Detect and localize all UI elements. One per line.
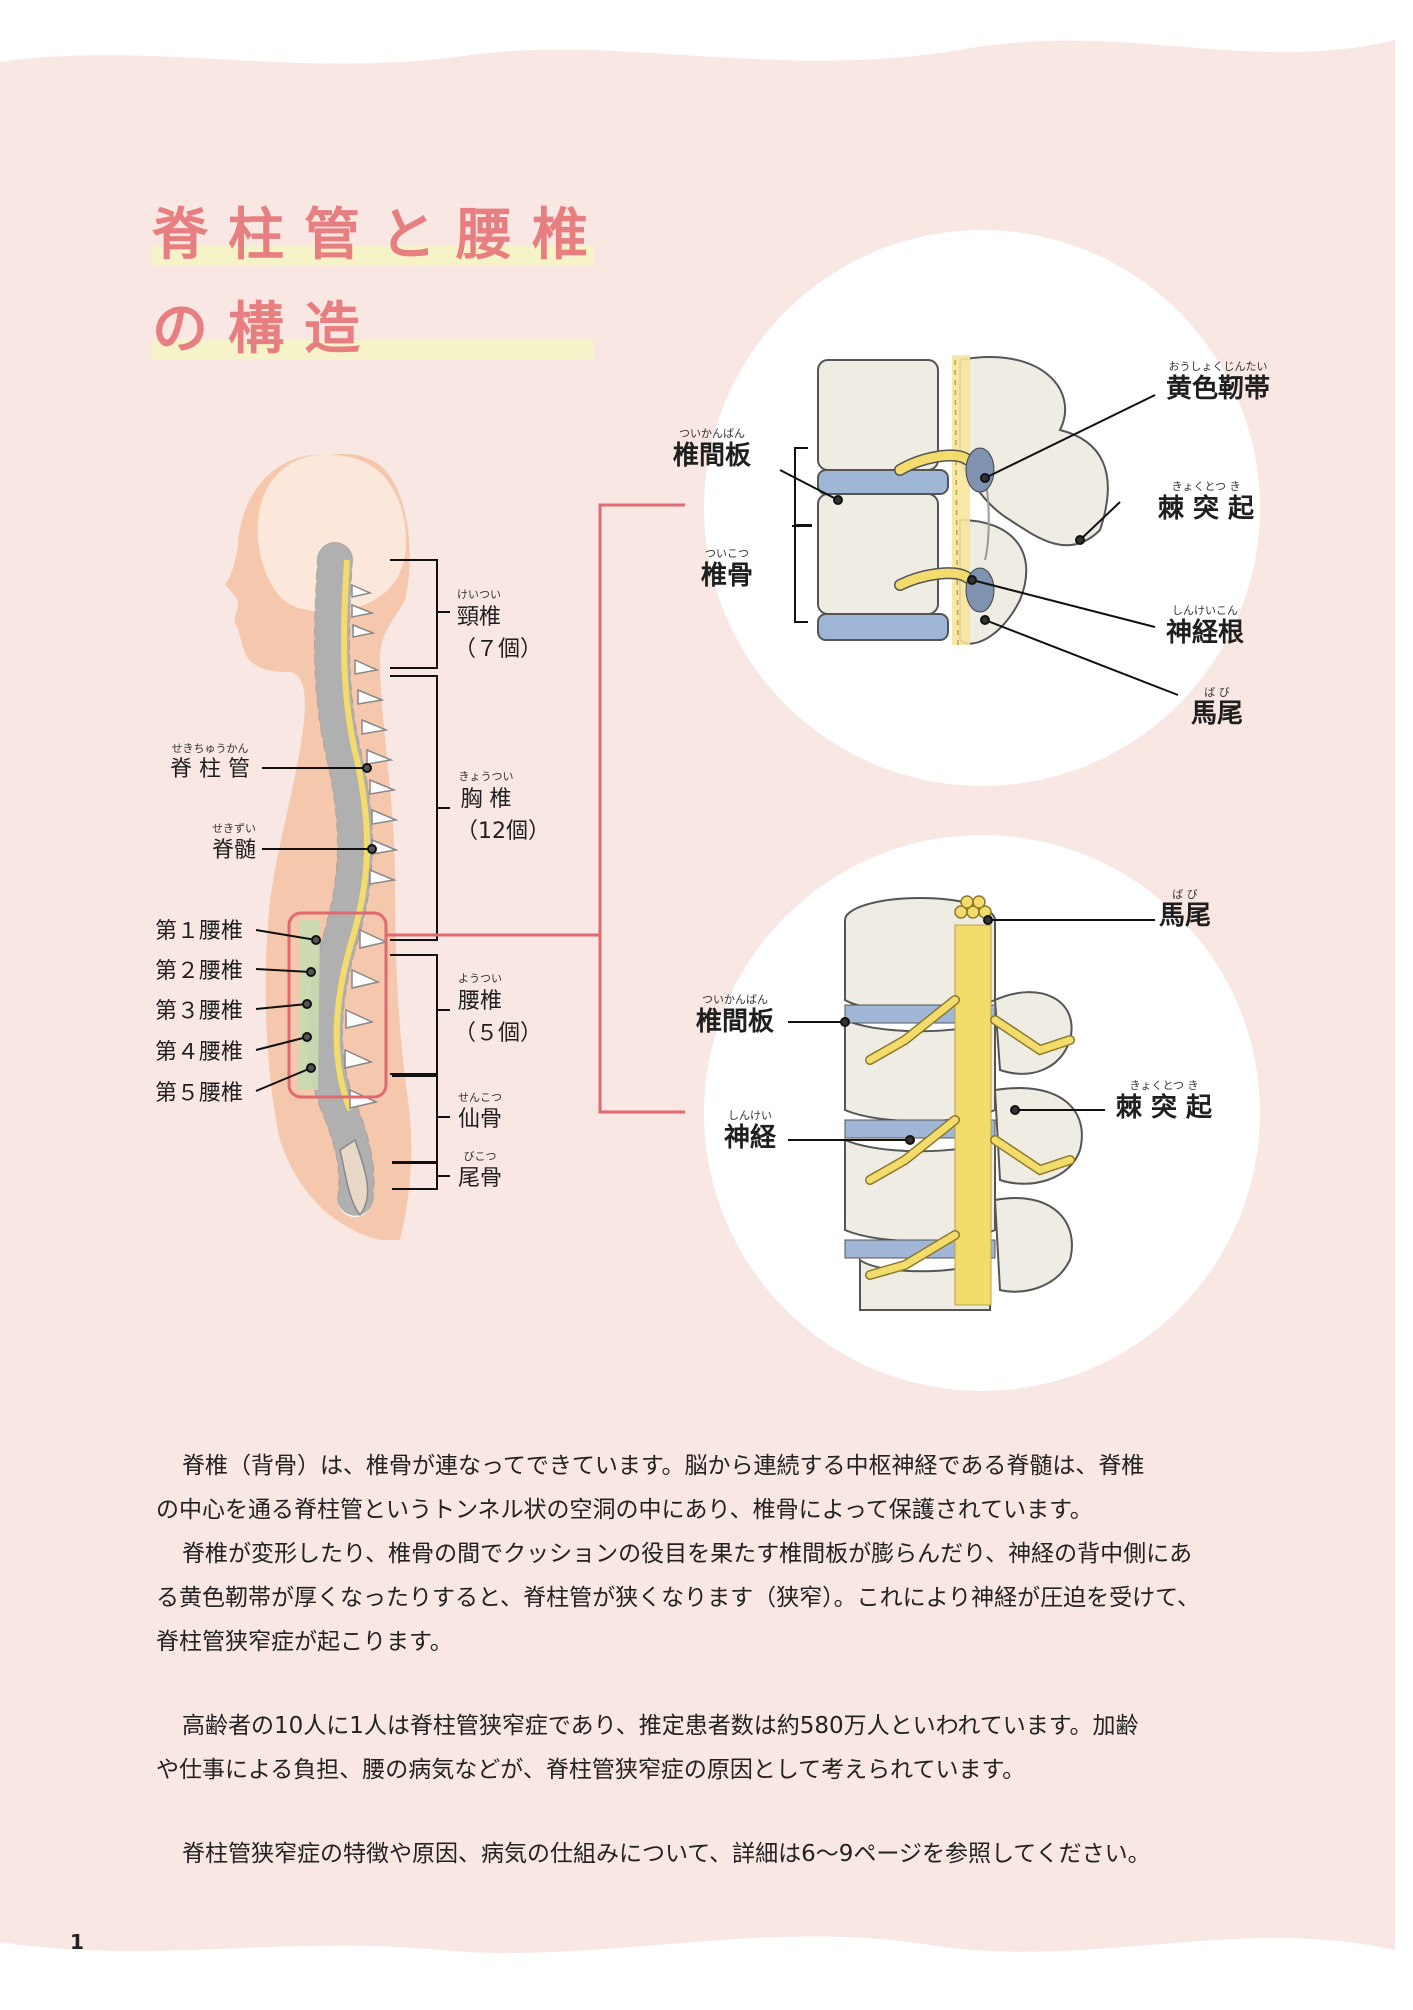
- body-text: 脊椎（背骨）は、椎骨が連なってできています。脳から連続する中枢神経である脊髄は、…: [156, 1444, 1256, 1876]
- paragraph-2: 脊椎が変形したり、椎骨の間でクッションの役目を果たす椎間板が膨らんだり、神経の背…: [156, 1532, 1256, 1576]
- sacrum-ruby: せんこつ: [458, 1091, 502, 1104]
- paragraph-gap: [156, 1792, 1256, 1832]
- thoracic-ruby: きょうつい: [459, 770, 514, 783]
- top-wave: [0, 0, 1395, 64]
- paragraph-1b: の中心を通る脊柱管というトンネル状の空洞の中にあり、椎骨によって保護されています…: [156, 1488, 1256, 1532]
- paragraph-3b: や仕事による負担、腰の病気などが、脊柱管狭窄症の原因として考えられています。: [156, 1748, 1256, 1792]
- upper-spinous-ruby: きょくとつ き: [1171, 480, 1240, 493]
- paragraph-2-line-1: 脊椎が変形したり、椎骨の間でクッションの役目を果たす椎間板が膨らんだり、神経の背…: [182, 1541, 1193, 1567]
- human-silhouette: [225, 453, 412, 1241]
- detail-connector: [386, 503, 685, 1114]
- thoracic-count: （12個）: [456, 819, 550, 844]
- upper-cauda-ruby: ば び: [1204, 686, 1230, 699]
- left-leader-lines: [255, 763, 377, 1092]
- lumbar-label: 腰椎: [458, 989, 502, 1014]
- lower-cauda-label: 馬尾: [1159, 901, 1211, 931]
- spinal-canal-label: 脊 柱 管: [170, 757, 250, 782]
- paragraph-1: 脊椎（背骨）は、椎骨が連なってできています。脳から連続する中枢神経である脊髄は、…: [156, 1444, 1256, 1488]
- right-margin: [1395, 0, 1413, 2000]
- vertebra-label: 椎骨: [701, 561, 753, 591]
- paragraph-3-line-1: 高齢者の10人に1人は脊柱管狭窄症であり、推定患者数は約580万人といわれていま…: [182, 1713, 1139, 1739]
- nerve-label: 神経: [724, 1122, 777, 1153]
- paragraph-3-line-2: や仕事による負担、腰の病気などが、脊柱管狭窄症の原因として考えられています。: [156, 1757, 1026, 1783]
- vertebra-brackets: [390, 559, 450, 1190]
- cervical-ruby: けいつい: [457, 588, 501, 601]
- ligament-ruby: おうしょくじんたい: [1169, 360, 1268, 373]
- lumbar-1-label: 第１腰椎: [155, 919, 243, 944]
- lower-detail-circle: [704, 835, 1260, 1391]
- lumbar-5-label: 第５腰椎: [155, 1081, 243, 1106]
- lumbar-ruby: ようつい: [458, 972, 502, 985]
- bottom-wave: [0, 1936, 1395, 2000]
- page-number: 1: [70, 1930, 84, 1954]
- title-text-1: 脊柱管と腰椎: [152, 203, 608, 268]
- lower-spinous-label: 棘 突 起: [1116, 1092, 1213, 1123]
- nerve-root-ruby: しんけいこん: [1172, 604, 1238, 617]
- sacrum-label: 仙骨: [458, 1107, 502, 1132]
- title-line-2: の構造: [152, 294, 608, 366]
- lower-disc-ruby: ついかんばん: [702, 993, 768, 1006]
- lumbar-4-label: 第４腰椎: [155, 1040, 243, 1065]
- upper-detail-circle: [704, 230, 1260, 786]
- vertebra-ruby: ついこつ: [705, 547, 749, 560]
- paragraph-3: 高齢者の10人に1人は脊柱管狭窄症であり、推定患者数は約580万人といわれていま…: [156, 1704, 1256, 1748]
- lower-disc-label: 椎間板: [696, 1007, 774, 1037]
- title-highlight: [152, 340, 594, 360]
- lower-cauda-ruby: ば び: [1172, 888, 1198, 901]
- title-line-1: 脊柱管と腰椎: [152, 200, 608, 272]
- spinal-cord-ruby: せきずい: [212, 822, 256, 835]
- lumbar-count: （５個）: [454, 1021, 542, 1046]
- paragraph-4: 脊柱管狭窄症の特徴や原因、病気の仕組みについて、詳細は6〜9ページを参照してくだ…: [156, 1832, 1256, 1876]
- title-highlight: [152, 246, 594, 266]
- spine-diagram: せきちゅうかん 脊 柱 管 せきずい 脊髄 第１腰椎 第２腰椎 第３腰椎 第４腰…: [155, 230, 1270, 1391]
- coccyx-label: 尾骨: [458, 1166, 502, 1191]
- paragraph-2b: る黄色靭帯が厚くなったりすると、脊柱管が狭くなります（狭窄）。これにより神経が圧…: [156, 1576, 1256, 1620]
- lumbar-3-label: 第３腰椎: [155, 999, 243, 1024]
- upper-disc-label: 椎間板: [673, 441, 751, 471]
- upper-cauda-label: 馬尾: [1191, 699, 1243, 729]
- nerve-ruby: しんけい: [728, 1109, 772, 1122]
- paragraph-2-line-3: 脊柱管狭窄症が起こります。: [156, 1629, 453, 1655]
- cervical-count: （７個）: [454, 637, 542, 662]
- spinal-canal-ruby: せきちゅうかん: [172, 742, 249, 755]
- paragraph-4-line-1: 脊柱管狭窄症の特徴や原因、病気の仕組みについて、詳細は6〜9ページを参照してくだ…: [182, 1841, 1151, 1867]
- nerve-root-label: 神経根: [1166, 617, 1244, 648]
- paragraph-1-line-1: 脊椎（背骨）は、椎骨が連なってできています。脳から連続する中枢神経である脊髄は、…: [182, 1453, 1145, 1479]
- spinal-cord-label: 脊髄: [212, 838, 256, 863]
- paragraph-1-line-2: の中心を通る脊柱管というトンネル状の空洞の中にあり、椎骨によって保護されています…: [156, 1497, 1093, 1523]
- title-text-2: の構造: [152, 297, 380, 362]
- upper-spinous-label: 棘 突 起: [1158, 493, 1255, 524]
- coccyx-ruby: びこつ: [464, 1150, 497, 1163]
- paragraph-gap: [156, 1664, 1256, 1704]
- thoracic-label: 胸 椎: [461, 787, 512, 812]
- lumbar-2-label: 第２腰椎: [155, 959, 243, 984]
- cervical-label: 頸椎: [457, 605, 501, 630]
- upper-disc-ruby: ついかんばん: [679, 427, 745, 440]
- paragraph-2-line-2: る黄色靭帯が厚くなったりすると、脊柱管が狭くなります（狭窄）。これにより神経が圧…: [156, 1585, 1200, 1611]
- ligament-label: 黄色靭帯: [1166, 373, 1270, 404]
- lower-spinous-ruby: きょくとつ き: [1129, 1079, 1198, 1092]
- page-title: 脊柱管と腰椎 の構造: [152, 200, 608, 388]
- watermark: SHE SHA: [1180, 1975, 1342, 2010]
- paragraph-2c: 脊柱管狭窄症が起こります。: [156, 1620, 1256, 1664]
